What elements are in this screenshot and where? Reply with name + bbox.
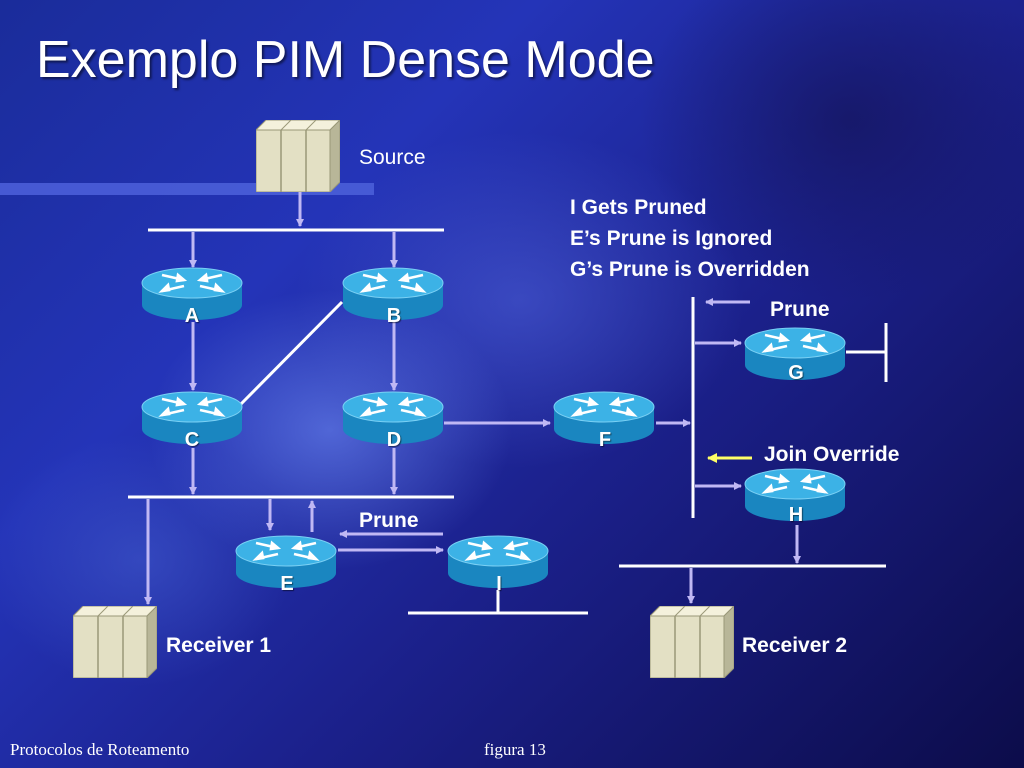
receiver1-host-icon <box>73 606 157 678</box>
flow-arrows <box>144 192 801 605</box>
prune-g-label: Prune <box>770 298 830 321</box>
receiver2-host-icon <box>650 606 734 678</box>
router-e-label: E <box>280 573 294 595</box>
router-b-label: B <box>386 305 402 327</box>
note-line: G’s Prune is Overridden <box>570 258 810 281</box>
receiver1-label: Receiver 1 <box>166 634 272 657</box>
footer-right: figura 13 <box>484 740 546 759</box>
router-c-label: C <box>184 429 200 451</box>
router-a-label: A <box>184 305 200 327</box>
notes-block: I Gets Pruned E’s Prune is Ignored G’s P… <box>570 192 810 285</box>
source-host-icon <box>256 120 340 192</box>
slide-title: Exemplo PIM Dense Mode <box>36 31 655 89</box>
lan-segments <box>128 228 888 615</box>
prune-e-label: Prune <box>359 509 419 532</box>
note-line: E’s Prune is Ignored <box>570 227 773 250</box>
router-d-label: D <box>386 429 402 451</box>
router-f-label: F <box>598 429 612 451</box>
router-g-label: G <box>788 362 804 384</box>
router-i-label: I <box>496 573 502 595</box>
router-h-label: H <box>788 504 804 526</box>
note-line: I Gets Pruned <box>570 196 707 219</box>
receiver2-label: Receiver 2 <box>742 634 848 657</box>
footer-left: Protocolos de Roteamento <box>10 740 190 759</box>
source-label: Source <box>359 146 426 169</box>
join-override-label: Join Override <box>764 443 900 466</box>
